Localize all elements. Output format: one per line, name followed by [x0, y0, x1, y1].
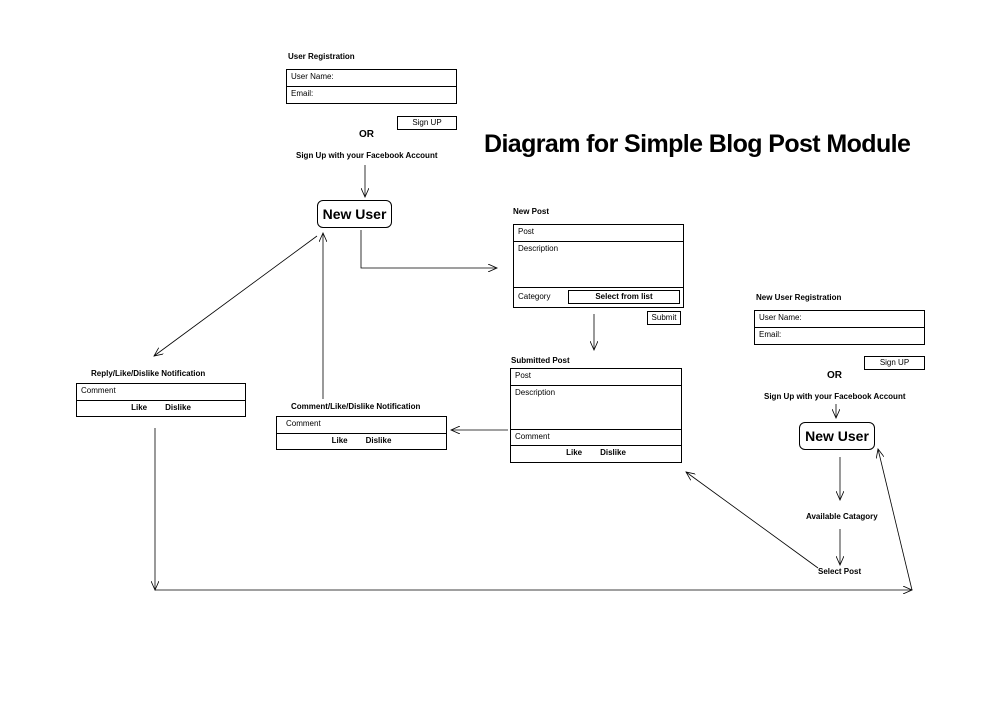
reply-notification-comment[interactable]: Comment — [77, 384, 245, 401]
new-user-node: New User — [799, 422, 875, 450]
reply-notification-heading: Reply/Like/Dislike Notification — [91, 369, 206, 378]
or-text: OR — [359, 129, 374, 140]
description-field[interactable]: Description — [514, 242, 683, 288]
comment-notification-heading: Comment/Like/Dislike Notification — [291, 402, 421, 411]
submitted-description-field: Description — [511, 386, 681, 430]
available-category-label: Available Catagory — [806, 512, 878, 521]
new-post-form: Post Description Category Select from li… — [513, 224, 684, 308]
or-text: OR — [827, 370, 842, 381]
arrow-new-user-to-new-post — [360, 230, 497, 268]
user-registration-form: User Name: Email: — [286, 69, 457, 104]
username-field[interactable]: User Name: — [287, 70, 456, 87]
submitted-comment-field[interactable]: Comment — [511, 430, 681, 446]
dislike-button[interactable]: Dislike — [600, 448, 626, 457]
reply-notification-like-dislike-row: Like Dislike — [77, 401, 245, 416]
category-select[interactable]: Select from list — [568, 290, 680, 304]
arrow-select-post-to-submitted-post — [686, 472, 819, 569]
comment-notification-card: Comment Like Dislike — [276, 416, 447, 450]
arrow-to-new-user-right — [878, 449, 913, 591]
comment-notification-comment[interactable]: Comment — [277, 417, 446, 434]
reply-notification-card: Comment Like Dislike — [76, 383, 246, 417]
select-post-label[interactable]: Select Post — [818, 567, 862, 576]
sign-up-button[interactable]: Sign UP — [864, 356, 925, 370]
email-field[interactable]: Email: — [291, 89, 314, 98]
sign-up-button[interactable]: Sign UP — [397, 116, 457, 130]
dislike-button[interactable]: Dislike — [365, 436, 392, 445]
facebook-signup-link[interactable]: Sign Up with your Facebook Account — [764, 392, 906, 401]
new-user-registration-heading: New User Registration — [756, 293, 842, 302]
submitted-post-heading: Submitted Post — [511, 356, 570, 365]
like-button[interactable]: Like — [331, 436, 348, 445]
new-user-node: New User — [317, 200, 392, 228]
dislike-button[interactable]: Dislike — [165, 403, 191, 412]
comment-notification-like-dislike-row: Like Dislike — [277, 434, 446, 449]
email-field[interactable]: Email: — [759, 330, 782, 339]
user-registration-heading: User Registration — [288, 52, 355, 61]
new-post-heading: New Post — [513, 207, 550, 216]
submitted-post-card: Post Description Comment Like Dislike — [510, 368, 682, 463]
new-user-registration-form: User Name: Email: — [754, 310, 925, 345]
category-row: Category Select from list — [514, 288, 683, 307]
facebook-signup-link[interactable]: Sign Up with your Facebook Account — [296, 151, 438, 160]
username-field[interactable]: User Name: — [755, 311, 924, 328]
post-field[interactable]: Post — [514, 225, 683, 242]
submit-button[interactable]: Submit — [647, 311, 681, 325]
like-button[interactable]: Like — [131, 403, 148, 412]
arrow-new-user-to-reply-notification — [154, 235, 318, 356]
diagram-title: Diagram for Simple Blog Post Module — [484, 130, 911, 158]
submitted-like-dislike-row: Like Dislike — [511, 446, 681, 462]
category-label: Category — [518, 292, 551, 301]
like-button[interactable]: Like — [566, 448, 583, 457]
submitted-post-field: Post — [511, 369, 681, 386]
